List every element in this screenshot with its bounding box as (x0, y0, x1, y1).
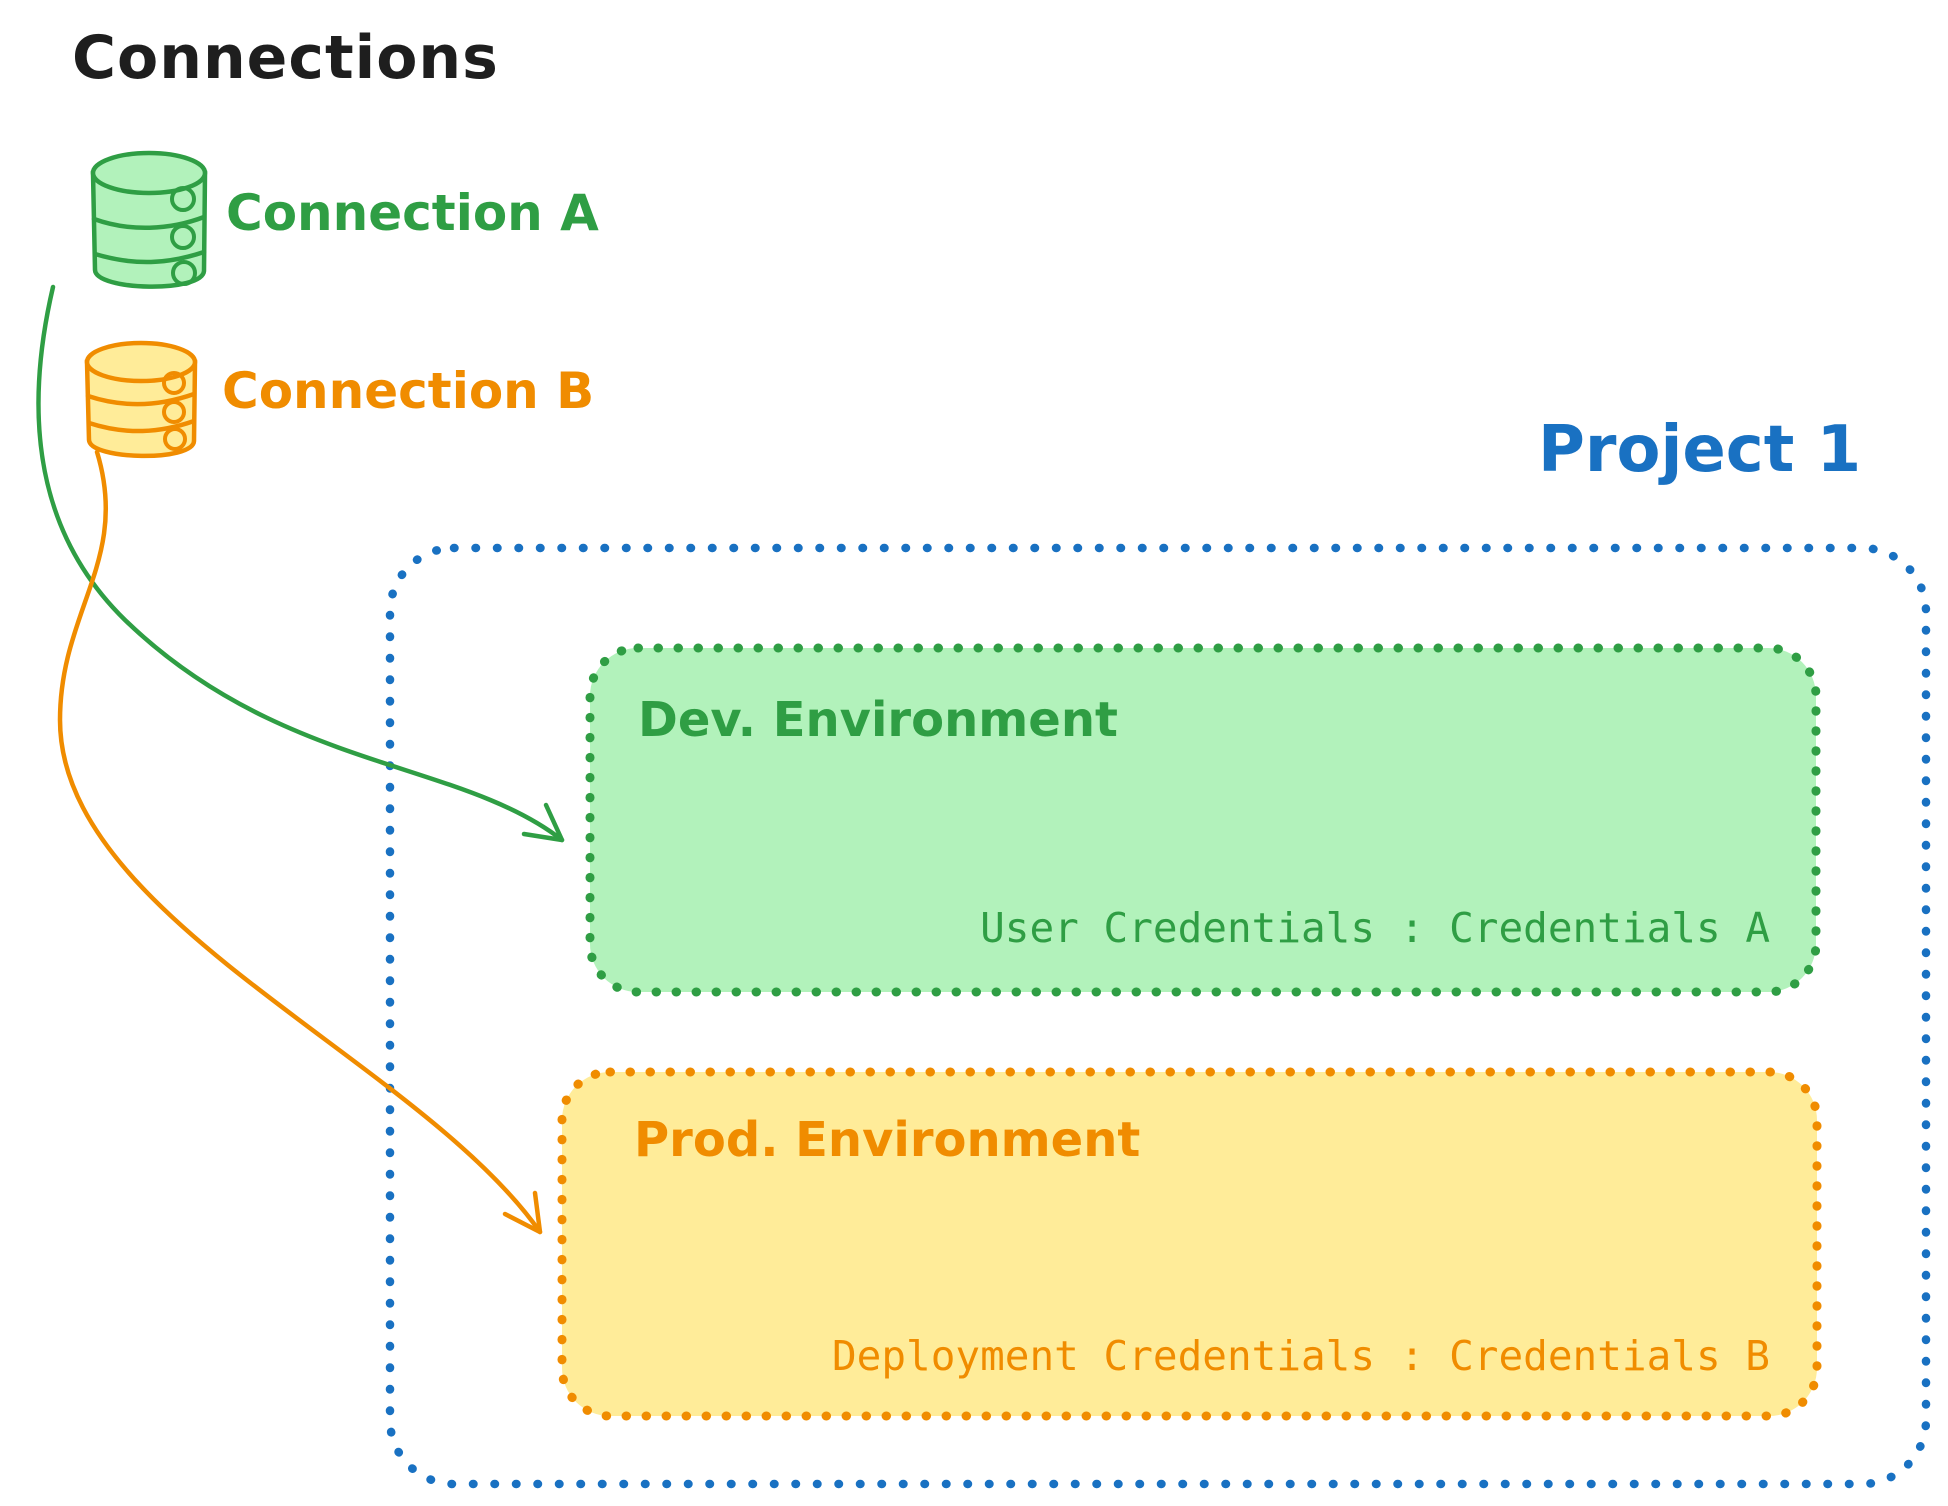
dev-environment-box (585, 643, 1821, 997)
connection-b-label: Connection B (222, 362, 595, 420)
connection-b-database-icon (84, 340, 198, 459)
dev-environment-label: Dev. Environment (638, 692, 1118, 748)
prod-environment-box (557, 1067, 1822, 1421)
dev-environment-credentials-text: User Credentials : Credentials A (980, 904, 1770, 952)
connection-b-to-prod-arrow (57, 449, 543, 1235)
connection-a-to-dev-arrow (36, 284, 565, 843)
project-1-container-box (385, 543, 1931, 1489)
diagram-title: Connections (72, 23, 499, 93)
prod-environment-label: Prod. Environment (634, 1112, 1141, 1168)
connection-a-database-icon (90, 150, 208, 289)
connection-a-label: Connection A (226, 184, 599, 242)
prod-environment-credentials-text: Deployment Credentials : Credentials B (832, 1332, 1770, 1380)
project-1-label: Project 1 (1538, 413, 1862, 487)
